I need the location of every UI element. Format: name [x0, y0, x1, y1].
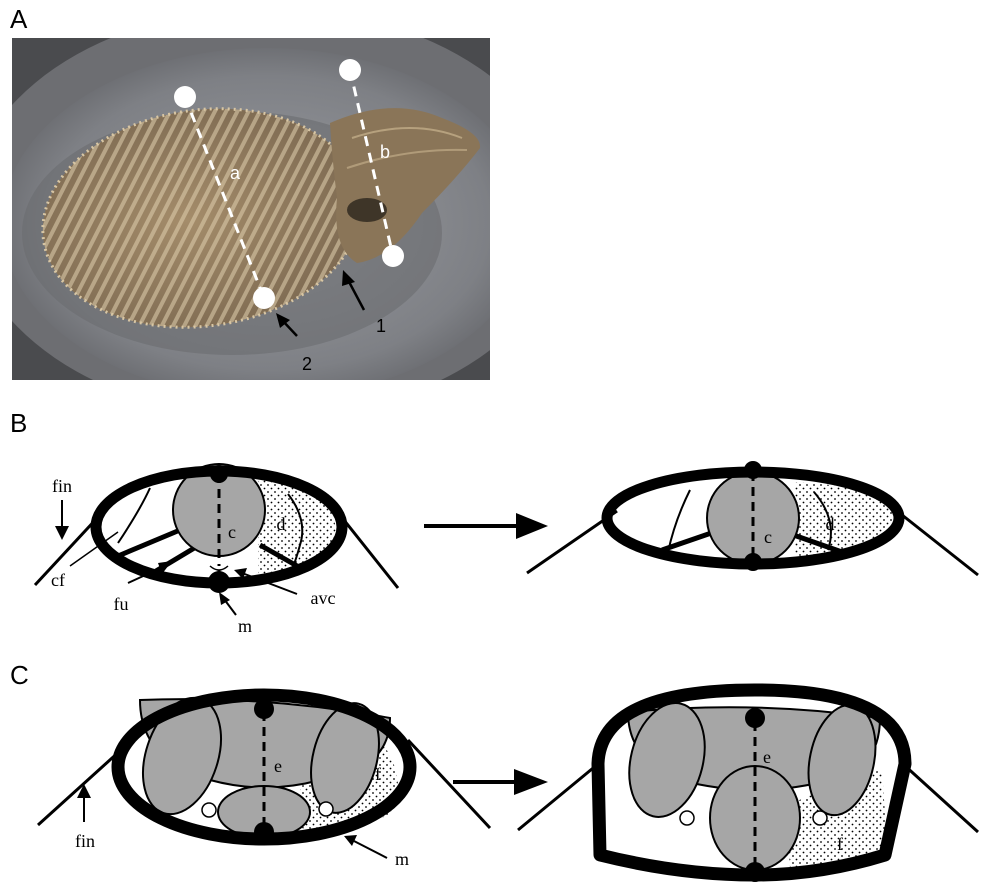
label-cf: cf: [51, 570, 65, 590]
muscle-node-top: [745, 708, 765, 728]
m-arrow: [352, 840, 387, 858]
vena-cava: [210, 566, 228, 570]
panel-b-right-section: c d: [527, 461, 978, 575]
panel-b-arrow: [424, 513, 548, 539]
label-fin: fin: [75, 831, 95, 851]
muscle-node-bottom: [744, 553, 762, 571]
label-d: d: [826, 514, 835, 534]
panel-c-arrow: [453, 769, 548, 795]
muscle-node-bottom: [254, 822, 274, 842]
vessel-left: [680, 811, 694, 825]
fin-right: [903, 764, 978, 832]
muscle-node-top: [744, 461, 762, 479]
vessel-right: [319, 802, 333, 816]
panel-c-left-section: fin m e f: [38, 688, 490, 869]
label-fu: fu: [114, 594, 129, 614]
label-c: c: [228, 522, 236, 542]
panel-b-left-section: fin cf fu m avc c d: [35, 464, 398, 636]
label-avc: avc: [311, 588, 336, 608]
fin-left: [518, 764, 598, 830]
label-e: e: [763, 747, 771, 767]
vessel-left: [202, 803, 216, 817]
vessel-right: [813, 811, 827, 825]
muscle-node-top: [210, 465, 228, 483]
label-d: d: [277, 514, 286, 534]
funnel-left: [118, 530, 180, 556]
label-f: f: [837, 834, 843, 854]
muscle-node-bottom: [745, 862, 765, 882]
muscle-node-m: [208, 571, 230, 593]
panel-c-right-section: e f: [518, 690, 978, 882]
label-m: m: [238, 616, 252, 636]
label-e: e: [274, 756, 282, 776]
label-c: c: [764, 527, 772, 547]
label-fin: fin: [52, 476, 72, 496]
fin-right: [897, 511, 978, 575]
label-f: f: [375, 764, 381, 784]
muscle-node-top: [254, 699, 274, 719]
label-m: m: [395, 849, 409, 869]
